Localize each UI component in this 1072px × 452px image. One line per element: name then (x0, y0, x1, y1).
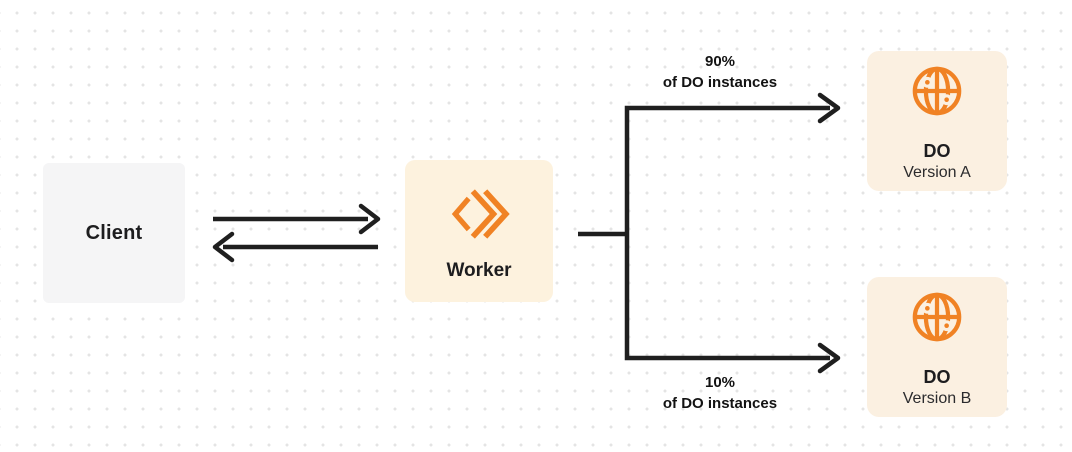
caption-text: of DO instances (662, 74, 778, 91)
traffic-split-label-90: 90% of DO instances (600, 51, 840, 93)
do-b-label: DO (923, 366, 951, 387)
percent-text: 90% (704, 53, 736, 70)
globe-icon (912, 66, 962, 115)
worker-label: Worker (446, 260, 512, 281)
worker-branch-connector (578, 92, 841, 374)
traffic-split-label-10: 10% of DO instances (600, 372, 840, 414)
do-b-version-label: Version B (902, 389, 972, 407)
do-version-a-node: DO Version A (867, 51, 1007, 191)
do-version-b-node: DO Version B (867, 277, 1007, 417)
arrowhead-to-do-b (817, 342, 841, 374)
worker-node: Worker (405, 160, 553, 302)
globe-icon (912, 292, 962, 341)
client-label: Client (85, 221, 143, 244)
do-a-label: DO (923, 140, 951, 161)
percent-text: 10% (704, 374, 736, 391)
do-a-version-label: Version A (903, 163, 971, 181)
client-node: Client (43, 163, 185, 303)
worker-to-client-arrow (212, 231, 378, 263)
caption-text: of DO instances (662, 395, 778, 412)
arrowhead-to-do-a (817, 92, 841, 124)
client-to-worker-arrow (213, 203, 381, 235)
workers-chevron-icon (451, 189, 510, 239)
